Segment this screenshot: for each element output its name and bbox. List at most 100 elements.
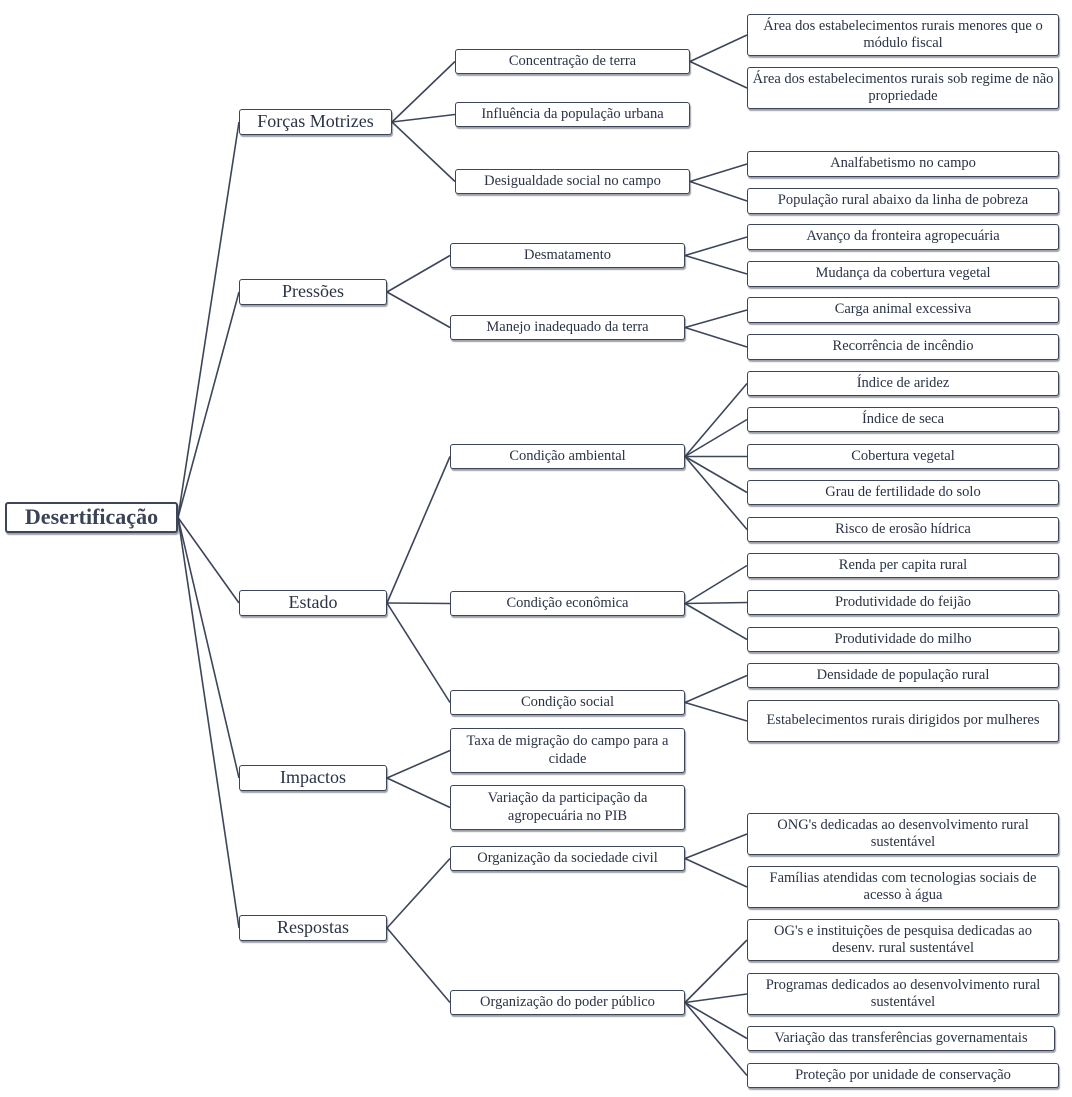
indicator-node: Organização da sociedade civil: [450, 846, 685, 871]
variable-node-label: Proteção por unidade de conservação: [795, 1066, 1011, 1083]
edge-category-to-indicator: [386, 291, 451, 329]
edge-root-to-category: [177, 121, 240, 518]
variable-node: Programas dedicados ao desenvolvimento r…: [747, 973, 1059, 1015]
edge-category-to-indicator: [386, 602, 451, 605]
edge-indicator-to-variable: [684, 993, 748, 1004]
variable-node-label: Renda per capita rural: [838, 556, 968, 573]
root-node: Desertificação: [5, 502, 178, 533]
variable-node-label: Programas dedicados ao desenvolvimento r…: [765, 976, 1041, 1010]
variable-node: Produtividade do feijão: [747, 590, 1059, 615]
variable-node-label: Carga animal excessiva: [834, 301, 972, 318]
edge-indicator-to-variable: [684, 674, 748, 704]
edge-category-to-indicator: [386, 254, 451, 293]
edge-indicator-to-variable: [689, 163, 748, 183]
category-node-label: Estado: [288, 592, 338, 613]
variable-node-label: ONG's dedicadas ao desenvolvimento rural…: [777, 816, 1029, 850]
variable-node: Grau de fertilidade do solo: [747, 480, 1059, 505]
edge-indicator-to-variable: [684, 601, 748, 605]
variable-node-label: Estabelecimentos rurais dirigidos por mu…: [766, 712, 1040, 729]
edge-indicator-to-variable: [684, 455, 748, 531]
edge-category-to-indicator: [386, 602, 451, 703]
indicator-node: Desmatamento: [450, 243, 685, 268]
indicator-node-label: Taxa de migração do campo para a cidade: [466, 733, 669, 767]
edge-category-to-indicator: [386, 857, 451, 929]
variable-node: OG's e instituições de pesquisa dedicada…: [747, 919, 1059, 961]
edge-category-to-indicator: [386, 749, 451, 779]
variable-node-label: Índice de aridez: [856, 374, 950, 391]
edge-indicator-to-variable: [684, 857, 748, 888]
edge-category-to-indicator: [391, 60, 456, 123]
category-node-label: Respostas: [277, 917, 349, 938]
indicator-node: Condição ambiental: [450, 444, 685, 469]
variable-node-label: Grau de fertilidade do solo: [825, 483, 981, 500]
root-node-label: Desertificação: [24, 504, 159, 530]
category-node-label: Forças Motrizes: [257, 111, 374, 132]
edge-indicator-to-variable: [684, 833, 748, 860]
indicator-node: Influência da população urbana: [455, 102, 690, 127]
edge-indicator-to-variable: [684, 326, 748, 348]
edge-category-to-indicator: [386, 927, 451, 1004]
indicator-node-label: Desigualdade social no campo: [484, 172, 661, 189]
edge-indicator-to-variable: [684, 602, 748, 641]
edge-indicator-to-variable: [684, 236, 748, 257]
edge-indicator-to-variable: [684, 939, 748, 1004]
edge-root-to-category: [177, 517, 240, 779]
category-node-label: Pressões: [282, 281, 344, 302]
variable-node: Produtividade do milho: [747, 627, 1059, 652]
variable-node: Avanço da fronteira agropecuária: [747, 224, 1059, 250]
variable-node-label: Mudança da cobertura vegetal: [815, 265, 991, 282]
indicator-node-label: Condição econômica: [506, 594, 629, 611]
edge-indicator-to-variable: [684, 564, 748, 605]
variable-node: Carga animal excessiva: [747, 297, 1059, 323]
indicator-node-label: Organização da sociedade civil: [477, 849, 658, 866]
variable-node-label: Produtividade do milho: [834, 630, 972, 647]
edge-indicator-to-variable: [684, 309, 748, 329]
variable-node: Cobertura vegetal: [747, 444, 1059, 469]
category-node: Estado: [239, 590, 387, 616]
variable-node: Mudança da cobertura vegetal: [747, 261, 1059, 287]
edge-indicator-to-variable: [684, 254, 748, 275]
variable-node-label: Recorrência de incêndio: [832, 338, 974, 355]
edge-indicator-to-variable: [684, 418, 748, 458]
indicator-node: Condição econômica: [450, 591, 685, 616]
variable-node-label: Analfabetismo no campo: [830, 155, 976, 172]
indicator-node-label: Organização do poder público: [480, 993, 655, 1010]
indicator-node: Organização do poder público: [450, 990, 685, 1015]
variable-node-label: Variação das transferências governamenta…: [774, 1029, 1028, 1046]
indicator-node-label: Influência da população urbana: [481, 105, 664, 122]
variable-node-label: Avanço da fronteira agropecuária: [806, 228, 1000, 245]
edge-indicator-to-variable: [684, 701, 748, 722]
indicator-node: Condição social: [450, 690, 685, 715]
variable-node-label: Cobertura vegetal: [851, 447, 955, 464]
category-node: Impactos: [239, 765, 387, 791]
indicator-node-label: Concentração de terra: [508, 52, 637, 69]
edge-root-to-category: [177, 517, 240, 604]
variable-node-label: Densidade de população rural: [816, 666, 990, 683]
edge-indicator-to-variable: [684, 1001, 748, 1077]
edge-indicator-to-variable: [684, 382, 748, 458]
variable-node: Proteção por unidade de conservação: [747, 1063, 1059, 1088]
variable-node: Índice de aridez: [747, 371, 1059, 396]
edge-root-to-category: [177, 291, 240, 518]
variable-node: Densidade de população rural: [747, 663, 1059, 688]
variable-node: Área dos estabelecimentos rurais sob reg…: [747, 67, 1059, 109]
indicator-node-label: Condição ambiental: [509, 447, 626, 464]
variable-node-label: OG's e instituições de pesquisa dedicada…: [774, 922, 1032, 956]
variable-node: Analfabetismo no campo: [747, 151, 1059, 177]
variable-node: Índice de seca: [747, 407, 1059, 432]
variable-node-label: Área dos estabelecimentos rurais sob reg…: [752, 70, 1054, 104]
edge-indicator-to-variable: [684, 1001, 748, 1040]
variable-node: População rural abaixo da linha de pobre…: [747, 188, 1059, 214]
category-node-label: Impactos: [280, 767, 346, 788]
indicator-node-label: Manejo inadequado da terra: [486, 318, 649, 335]
indicator-node: Taxa de migração do campo para a cidade: [450, 728, 685, 773]
indicator-node: Desigualdade social no campo: [455, 169, 690, 194]
variable-node: Risco de erosão hídrica: [747, 517, 1059, 542]
edge-indicator-to-variable: [684, 455, 748, 494]
edge-indicator-to-variable: [689, 60, 748, 89]
indicator-node: Manejo inadequado da terra: [450, 315, 685, 340]
variable-node: ONG's dedicadas ao desenvolvimento rural…: [747, 813, 1059, 855]
edge-category-to-indicator: [391, 113, 456, 123]
variable-node-label: Risco de erosão hídrica: [835, 520, 971, 537]
